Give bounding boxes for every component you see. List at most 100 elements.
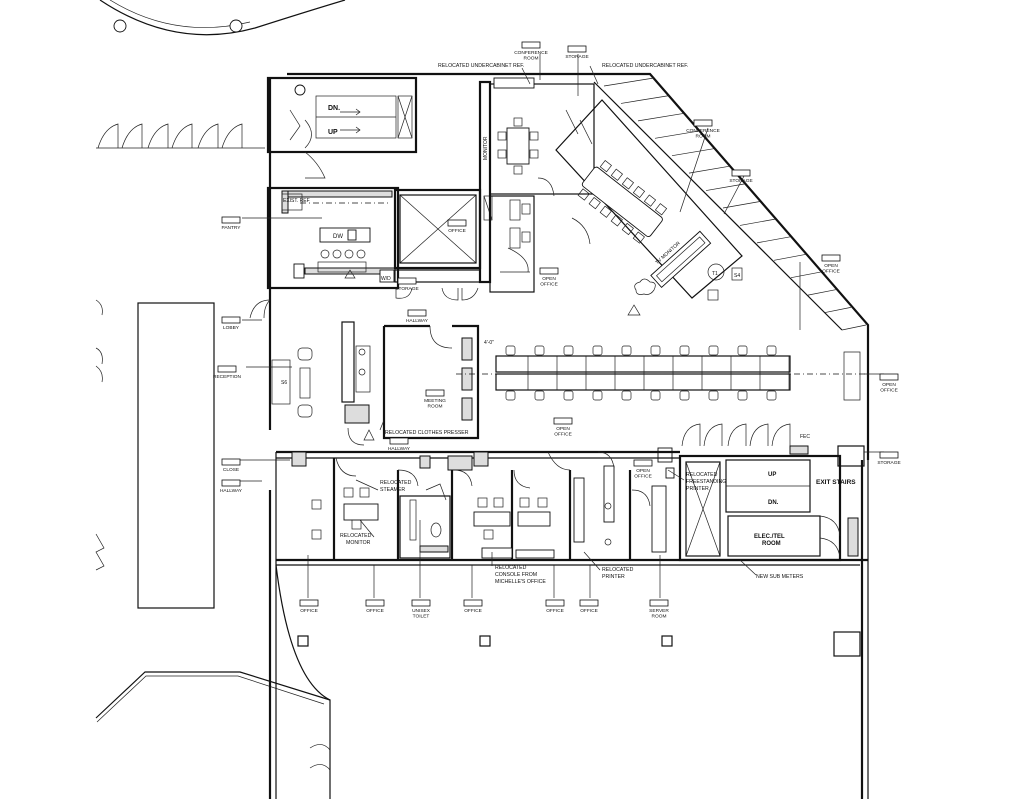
lounge-furniture: T1 S4	[627, 263, 743, 316]
note-undercabinet-right: RELOCATED UNDERCABINET REF.	[602, 63, 688, 69]
room-tag-box	[879, 373, 899, 381]
room-label-open_office_center: OPEN	[556, 426, 570, 432]
room-label-server_room: SERVER	[649, 608, 669, 614]
room-tags: PANTRYLOBBYRECEPTIONCLOSEHALLWAYOFFICEHA…	[213, 41, 901, 620]
room-tag-box	[411, 599, 431, 607]
mullion	[773, 254, 806, 261]
room-label-unisex_toilet: TOILET	[413, 614, 430, 620]
room-label-meeting_room: ROOM	[428, 404, 443, 410]
washer-dryer-label: W/D	[381, 276, 391, 282]
room-tag-box	[221, 316, 241, 324]
room-tag-box	[407, 309, 427, 317]
note-console-line1: RELOCATED	[495, 565, 527, 571]
bottom-office-row	[276, 450, 680, 560]
mullion	[841, 324, 867, 331]
workstation-chair	[563, 345, 574, 356]
t1-mark: T1	[712, 271, 718, 277]
room-label-open_office_right: OFFICE	[880, 388, 898, 394]
workstation-chair	[737, 345, 748, 356]
note-fs-line2: FREESTANDING	[686, 479, 726, 485]
s6-mark: S6	[281, 380, 287, 386]
room-label-meeting_room: MEETING	[424, 398, 446, 404]
note-printer-line1: RELOCATED	[602, 567, 634, 573]
room-tag-box	[221, 216, 241, 224]
note-printer: RELOCATED PRINTER	[602, 567, 634, 580]
exit-stair-block: UP DN.	[678, 445, 865, 562]
room-label-storage_right: STORAGE	[877, 460, 900, 466]
left-exterior-marks	[95, 299, 215, 609]
room-label-open_office_1: OPEN	[542, 276, 556, 282]
note-undercabinet-left: RELOCATED UNDERCABINET REF.	[438, 63, 524, 69]
room-label-unisex_toilet: UNISEX	[412, 608, 431, 614]
workstation-chair	[534, 390, 545, 401]
mullion	[671, 148, 715, 157]
mullion	[705, 183, 745, 191]
open-office-workstation-rows	[495, 345, 791, 401]
mullion	[824, 307, 851, 313]
workstation-chair	[737, 390, 748, 401]
mullion	[654, 130, 700, 139]
room-label-lobby: LOBBY	[223, 325, 240, 331]
room-tag-box	[447, 219, 467, 227]
room-tag-box	[693, 119, 713, 127]
mullion	[620, 95, 670, 104]
note-steamer-line2: STEAMER	[380, 487, 405, 493]
s4-mark: S4	[734, 273, 740, 279]
room-tag-box	[553, 417, 573, 425]
room-label-hallway_center: HALLWAY	[388, 446, 411, 452]
room-label-conference_top: CONFERENCE	[514, 50, 548, 56]
centerline	[456, 351, 868, 401]
elevator-up-label: UP	[328, 129, 338, 136]
workstation-chair	[679, 390, 690, 401]
room-label-storage_mid: STORAGE	[395, 286, 418, 292]
room-label-open_office_diag: OFFICE	[822, 269, 840, 275]
pantry-room: DW W/D EXIST. REF	[266, 186, 400, 290]
elec-tel-line2: ROOM	[762, 541, 781, 547]
room-tag-box	[579, 599, 599, 607]
room-tag-box	[633, 459, 653, 467]
note-monitor-line1: RELOCATED	[340, 533, 372, 539]
room-tag-box	[567, 45, 587, 53]
storage-doors	[394, 247, 530, 301]
mullion	[603, 77, 655, 87]
room-tag-box	[217, 365, 237, 373]
room-label-open_office_small: OFFICE	[634, 474, 652, 480]
room-tag-box	[521, 41, 541, 49]
workstation-chair	[766, 390, 777, 401]
meeting-room: 4'-0"	[382, 324, 494, 440]
room-tag-box	[299, 599, 319, 607]
room-label-open_office_center: OFFICE	[554, 432, 572, 438]
mullion	[722, 201, 761, 209]
elec-tel-label: ELEC./TEL ROOM	[754, 534, 785, 547]
workstation-chair	[650, 390, 661, 401]
note-console-line3: MICHELLE'S OFFICE	[495, 579, 546, 585]
note-sub-meters: NEW SUB METERS	[756, 574, 804, 580]
note-freestanding-printer: RELOCATED FREESTANDING PRINTER	[686, 472, 726, 492]
mullion	[739, 218, 776, 226]
room-tag-box	[821, 254, 841, 262]
entrance-doors-top	[96, 123, 265, 149]
workstation-chair	[679, 345, 690, 356]
room-tag-box	[545, 599, 565, 607]
room-label-conference_top: ROOM	[524, 56, 539, 62]
room-label-hallway_left: HALLWAY	[220, 488, 243, 494]
note-console: RELOCATED CONSOLE FROM MICHELLE'S OFFICE	[495, 565, 546, 585]
stair-up-label: UP	[768, 472, 776, 478]
room-label-office_b1: OFFICE	[300, 608, 318, 614]
mullion	[637, 112, 685, 122]
workstation-chair	[708, 345, 719, 356]
reception-area: S6	[249, 299, 375, 446]
room-tag-box	[879, 451, 899, 459]
octagon-structure	[95, 671, 331, 799]
workstation-chair	[766, 345, 777, 356]
monitor-note: MONITOR	[483, 136, 489, 160]
room-label-open_office_diag: OPEN	[824, 263, 838, 269]
room-label-pantry: PANTRY	[221, 225, 241, 231]
room-tag-box	[365, 599, 385, 607]
room-label-office_b2: OFFICE	[366, 608, 384, 614]
room-label-office_b4: OFFICE	[546, 608, 564, 614]
room-label-conference_diag: ROOM	[696, 134, 711, 140]
room-label-open_office_right: OPEN	[882, 382, 896, 388]
room-tag-box	[463, 599, 483, 607]
